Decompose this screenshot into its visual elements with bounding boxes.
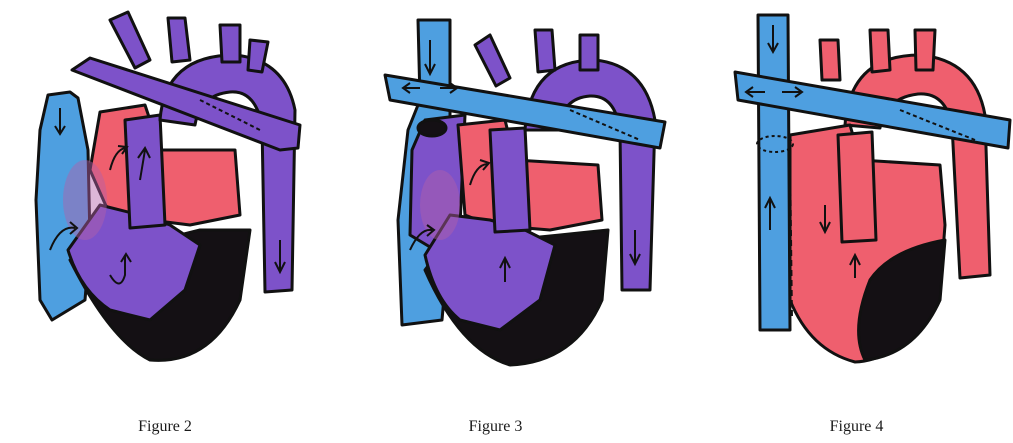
figure-3-panel: Figure 3 bbox=[340, 0, 675, 443]
figure-2-heart-illustration bbox=[0, 0, 330, 415]
arch-branch-2 bbox=[535, 30, 555, 72]
arch-branch-2 bbox=[870, 30, 890, 72]
ascending-trunk bbox=[838, 132, 876, 242]
figure-2-caption: Figure 2 bbox=[35, 418, 295, 436]
pulmonary-trunk bbox=[490, 128, 530, 232]
figure-3-caption: Figure 3 bbox=[328, 418, 663, 436]
arch-branch-3 bbox=[220, 25, 240, 62]
figure-2-panel: Figure 2 bbox=[0, 0, 330, 443]
figure-4-panel: Figure 4 bbox=[690, 0, 1013, 443]
pulmonary-trunk bbox=[125, 115, 165, 228]
arch-branch-2 bbox=[168, 18, 190, 62]
arch-branch-3 bbox=[580, 35, 598, 70]
vena-cava-conduit bbox=[758, 15, 790, 330]
ligated-shunt bbox=[418, 120, 446, 136]
arch-branch-3 bbox=[915, 30, 935, 70]
arch-branch-1 bbox=[110, 12, 150, 68]
arch-branch-1 bbox=[475, 35, 510, 86]
figure-4-heart-illustration bbox=[690, 0, 1013, 415]
figure-3-heart-illustration bbox=[340, 0, 675, 415]
figure-4-caption: Figure 4 bbox=[695, 418, 1013, 436]
arch-branch-1 bbox=[820, 40, 840, 80]
